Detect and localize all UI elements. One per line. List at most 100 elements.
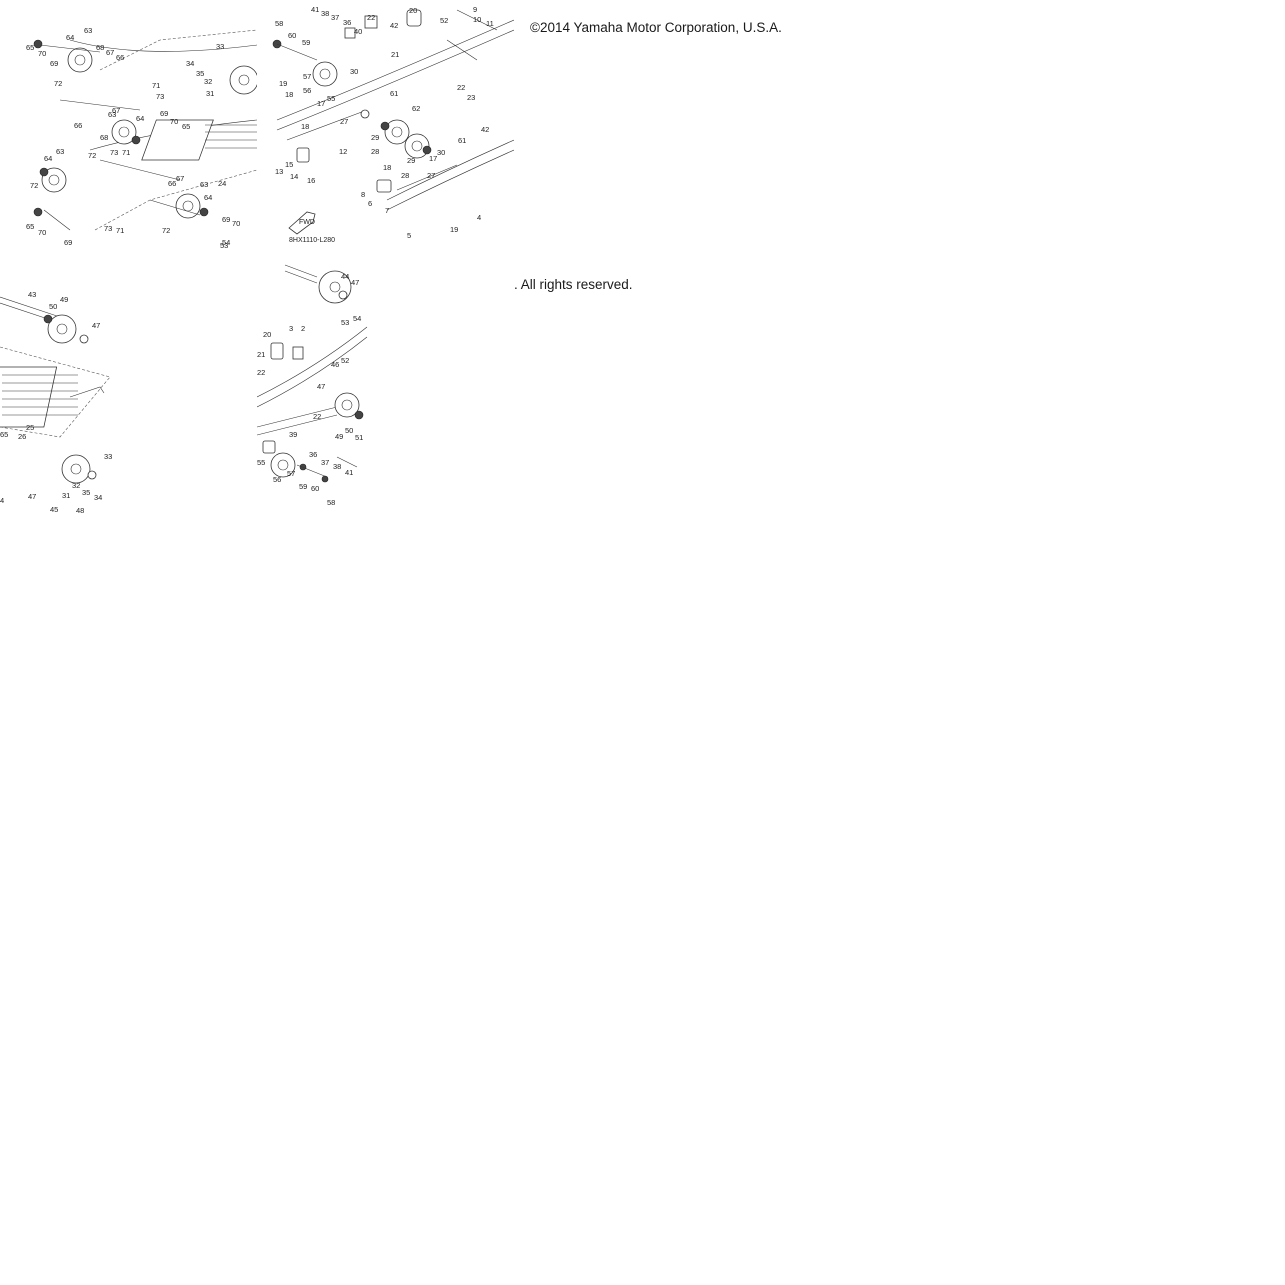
callout-number: 61 — [458, 136, 466, 145]
callout-number: 25 — [26, 423, 34, 432]
callout-number: 29 — [371, 133, 379, 142]
callout-number: 70 — [38, 228, 46, 237]
callout-number: 72 — [162, 226, 170, 235]
callout-number: 66 — [116, 53, 124, 62]
callout-number: 50 — [345, 426, 353, 435]
callout-number: 5 — [407, 231, 411, 240]
callout-number: 53 — [220, 241, 228, 250]
callout-number: 64 — [204, 193, 212, 202]
callout-number: 34 — [94, 493, 102, 502]
callout-number: 20 — [409, 6, 417, 15]
callout-number: 53 — [341, 318, 349, 327]
callout-number: 47 — [317, 382, 325, 391]
callout-number: 23 — [467, 93, 475, 102]
callout-number: 61 — [390, 89, 398, 98]
callout-number: 6 — [368, 199, 372, 208]
callout-number: 46 — [331, 360, 339, 369]
svg-text:FWD: FWD — [299, 219, 315, 226]
fwd-arrow-icon: FWD — [288, 211, 316, 235]
callout-number: 59 — [299, 482, 307, 491]
callout-number: 24 — [218, 179, 226, 188]
callout-number: 47 — [28, 492, 36, 501]
callout-number: 4 — [0, 496, 4, 505]
callout-number: 54 — [353, 314, 361, 323]
rights-reserved-text: . All rights reserved. — [514, 277, 633, 292]
callout-number: 27 — [340, 117, 348, 126]
callout-number: 70 — [170, 117, 178, 126]
callout-number: 17 — [429, 154, 437, 163]
callout-number: 66 — [74, 121, 82, 130]
callout-number: 32 — [72, 481, 80, 490]
callout-number: 73 — [156, 92, 164, 101]
callout-number: 57 — [303, 72, 311, 81]
callout-number: 39 — [289, 430, 297, 439]
callout-number: 22 — [313, 412, 321, 421]
diagram-code: 8HX1110-L280 — [289, 237, 335, 244]
callout-number: 38 — [321, 9, 329, 18]
callout-number: 56 — [303, 86, 311, 95]
callout-number: 66 — [168, 179, 176, 188]
callout-number: 30 — [350, 67, 358, 76]
callout-number: 2 — [301, 324, 305, 333]
callout-number: 31 — [206, 89, 214, 98]
callout-number: 73 — [110, 148, 118, 157]
callout-number: 17 — [317, 99, 325, 108]
callout-number: 35 — [196, 69, 204, 78]
callout-number: 58 — [327, 498, 335, 507]
callout-number: 47 — [92, 321, 100, 330]
callout-number: 64 — [66, 33, 74, 42]
callout-number: 33 — [216, 42, 224, 51]
callout-number: 57 — [287, 469, 295, 478]
callout-number: 12 — [339, 147, 347, 156]
callout-number: 59 — [302, 38, 310, 47]
callout-number: 52 — [440, 16, 448, 25]
callout-number: 43 — [28, 290, 36, 299]
callout-number: 20 — [263, 330, 271, 339]
callout-number: 31 — [62, 491, 70, 500]
callout-number: 65 — [0, 430, 8, 439]
callout-number: 18 — [383, 163, 391, 172]
callout-number: 37 — [321, 458, 329, 467]
callout-number: 69 — [64, 238, 72, 247]
callout-number: 33 — [104, 452, 112, 461]
callout-number: 36 — [309, 450, 317, 459]
callout-number: 27 — [427, 171, 435, 180]
callout-number: 72 — [88, 151, 96, 160]
callout-number: 7 — [385, 206, 389, 215]
callout-number: 8 — [361, 190, 365, 199]
callout-number: 56 — [273, 475, 281, 484]
callout-number: 67 — [176, 174, 184, 183]
callout-number: 55 — [327, 94, 335, 103]
copyright-text: ©2014 Yamaha Motor Corporation, U.S.A. — [530, 20, 782, 35]
callout-number: 70 — [232, 219, 240, 228]
callout-number: 69 — [50, 59, 58, 68]
callout-number: 62 — [412, 104, 420, 113]
callout-number: 63 — [108, 110, 116, 119]
callout-number: 65 — [26, 222, 34, 231]
callout-number: 64 — [44, 154, 52, 163]
callout-number: 60 — [288, 31, 296, 40]
callout-number: 55 — [257, 458, 265, 467]
callout-number: 10 — [473, 15, 481, 24]
callout-number: 69 — [160, 109, 168, 118]
callout-number: 22 — [257, 368, 265, 377]
callout-number: 60 — [311, 484, 319, 493]
callout-number: 18 — [285, 90, 293, 99]
callout-number: 22 — [457, 83, 465, 92]
callout-number: 69 — [222, 215, 230, 224]
callout-number: 38 — [333, 462, 341, 471]
callout-number: 30 — [437, 148, 445, 157]
callout-number: 15 — [285, 160, 293, 169]
callout-number: 64 — [136, 114, 144, 123]
callout-number: 49 — [335, 432, 343, 441]
callout-number: 36 — [343, 18, 351, 27]
callout-number: 16 — [307, 176, 315, 185]
callout-number: 41 — [345, 468, 353, 477]
callout-number: 34 — [186, 59, 194, 68]
callout-number: 13 — [275, 167, 283, 176]
